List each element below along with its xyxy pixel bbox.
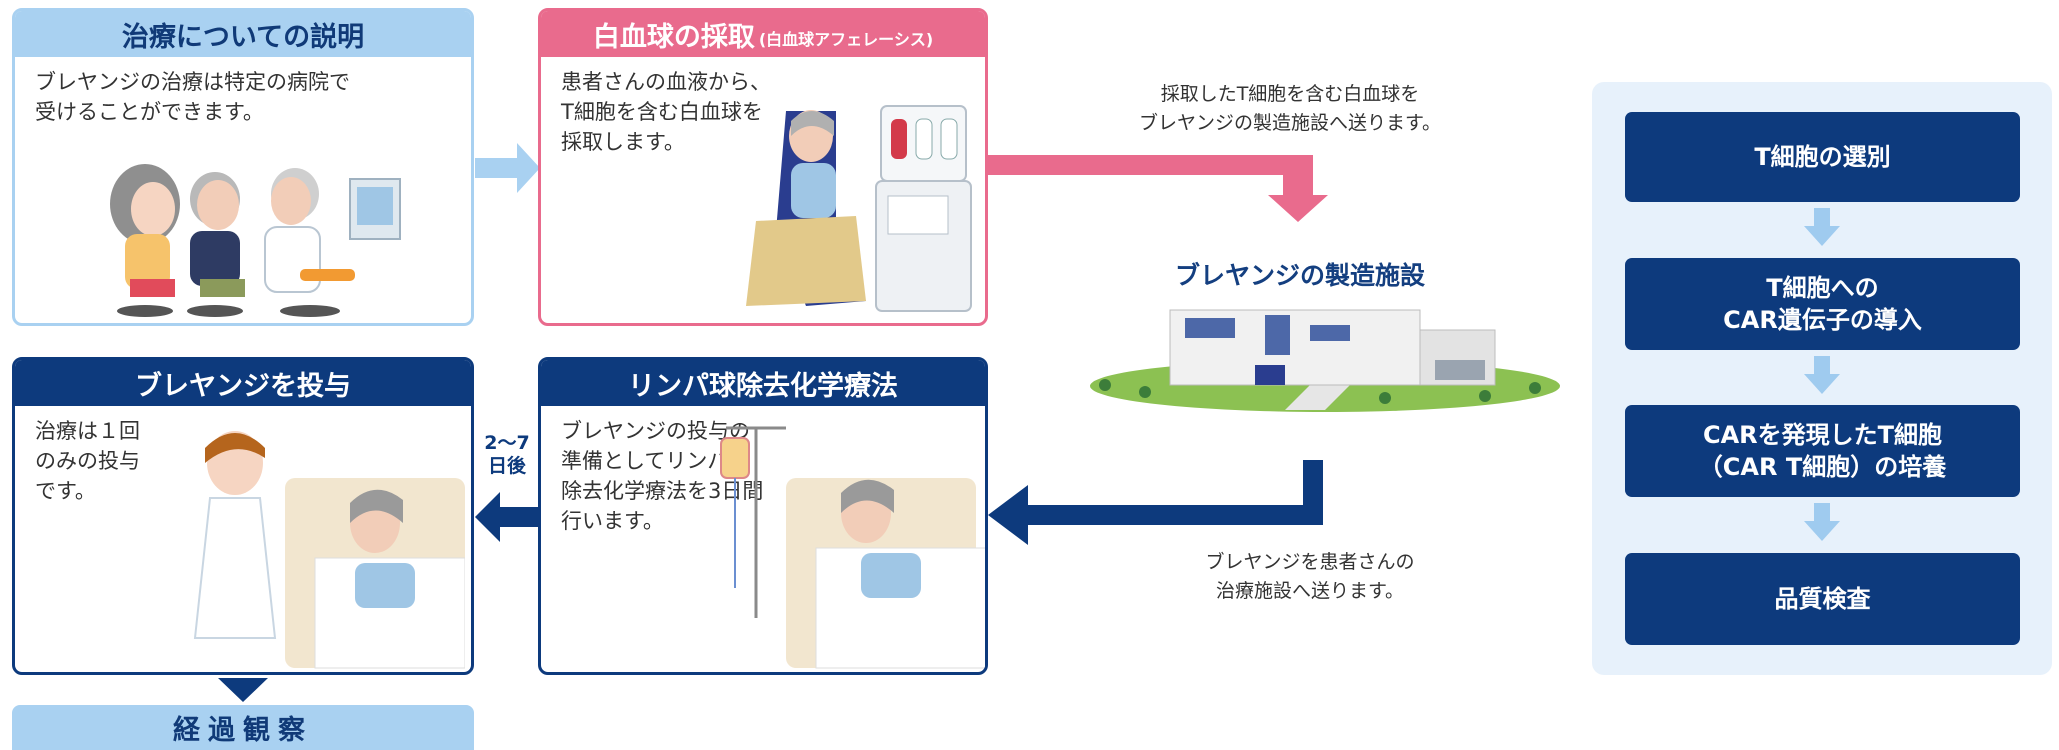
step-car-gene-transfer: T細胞への CAR遺伝子の導入 (1625, 258, 2020, 350)
collection-title-wrap: 白血球の採取 (白血球アフェレーシス) (541, 11, 985, 57)
arrow-navy-left (475, 492, 540, 542)
arrow-pink-to-facility (988, 155, 1328, 222)
step-arrow-1 (1804, 208, 1840, 246)
step-car-t-culture: CARを発現したT細胞 （CAR T細胞）の培養 (1625, 405, 2020, 497)
collection-text: 患者さんの血液から、 T細胞を含む白血球を 採取します。 (561, 70, 771, 154)
collection-subtitle: (白血球アフェレーシス) (758, 30, 934, 49)
administration-title: ブレヤンジを投与 (15, 360, 471, 406)
arrow-right-light (475, 143, 540, 193)
observation-box: 経過観察 (12, 705, 474, 750)
arrow-navy-to-hospital (988, 460, 1323, 545)
administration-panel: ブレヤンジを投与 治療は１回 のみの投与 です。 (12, 357, 474, 675)
send-to-facility-text: 採取したT細胞を含む白血球を ブレヤンジの製造施設へ送ります。 (1138, 83, 1442, 134)
explanation-panel: 治療についての説明 ブレヤンジの治療は特定の病院で 受けることができます。 (12, 8, 474, 326)
chemo-title: リンパ球除去化学療法 (541, 360, 985, 406)
administration-text: 治療は１回 のみの投与 です。 (35, 419, 140, 503)
step-t-cell-selection: T細胞の選別 (1625, 112, 2020, 202)
collection-title: 白血球の採取 (592, 21, 755, 53)
doctor-consultation-illustration (110, 164, 401, 317)
step-arrow-2 (1804, 356, 1840, 394)
chemotherapy-illustration (720, 426, 985, 669)
explanation-title: 治療についての説明 (15, 11, 471, 57)
days-label: 2〜7 日後 (484, 432, 530, 477)
step-arrow-3 (1804, 503, 1840, 541)
facility-building-illustration (1090, 309, 1560, 412)
collection-panel: 白血球の採取 (白血球アフェレーシス) 患者さんの血液から、 T細胞を含む白血球… (538, 8, 988, 326)
step-quality-check: 品質検査 (1625, 553, 2020, 645)
facility-title: ブレヤンジの製造施設 (1175, 261, 1426, 290)
chemo-text: ブレヤンジの投与の 準備としてリンパ球 除去化学療法を3日間 行います。 (561, 419, 764, 533)
explanation-text: ブレヤンジの治療は特定の病院で 受けることができます。 (35, 70, 350, 124)
infusion-illustration (193, 431, 465, 669)
send-to-hospital-text: ブレヤンジを患者さんの 治療施設へ送ります。 (1205, 551, 1415, 602)
chemo-panel: リンパ球除去化学療法 ブレヤンジの投与の 準備としてリンパ球 除去化学療法を3日… (538, 357, 988, 675)
apheresis-illustration (746, 105, 972, 312)
arrow-down-to-observation (218, 678, 268, 702)
